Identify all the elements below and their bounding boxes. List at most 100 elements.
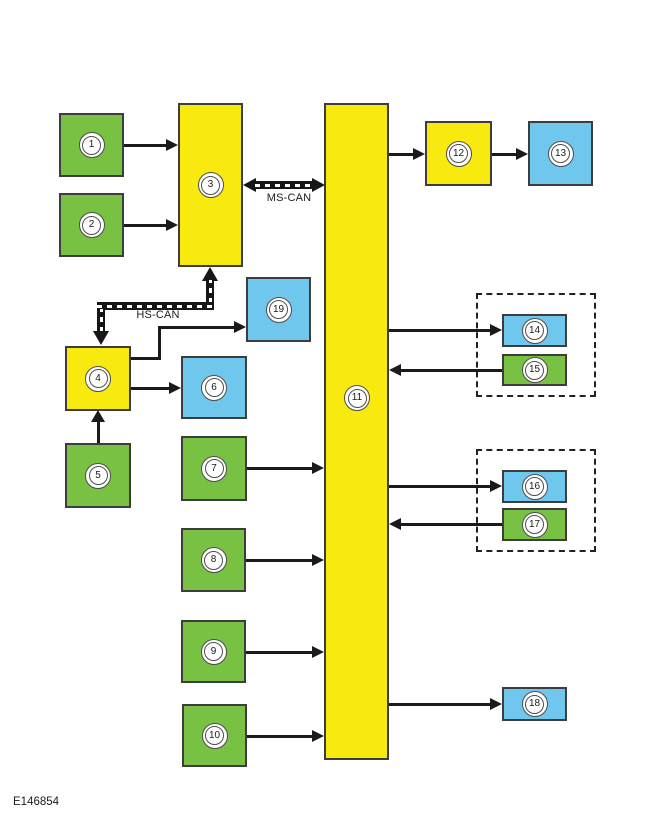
node-19: 19 [246, 277, 311, 342]
ms-can-arrowhead-left [243, 178, 256, 192]
hs-can-arrowhead-down [93, 331, 109, 345]
callout-circle-9: 9 [200, 638, 227, 665]
node-6: 6 [181, 356, 247, 419]
node-11: 11 [324, 103, 389, 760]
callout-circle-10: 10 [201, 722, 228, 749]
callout-number-4: 4 [88, 369, 108, 388]
node-9: 9 [181, 620, 246, 683]
callout-number-7: 7 [204, 459, 224, 478]
callout-number-18: 18 [525, 694, 544, 714]
hs-can-arrowhead-up [202, 267, 218, 281]
callout-circle-5: 5 [85, 462, 111, 489]
node-4: 4 [65, 346, 131, 411]
arrow-9-to-11-head [312, 646, 324, 658]
ms-can-arrowhead-right [312, 178, 325, 192]
arrow-11-to-16-line [389, 485, 491, 488]
callout-number-6: 6 [204, 378, 224, 397]
arrow-4-to-19-segment-2 [158, 326, 161, 360]
callout-circle-2: 2 [78, 212, 105, 238]
callout-number-17: 17 [525, 515, 544, 534]
callout-circle-8: 8 [200, 547, 227, 573]
arrow-11-to-16-head [490, 480, 502, 492]
arrow-4-to-19-segment-3 [160, 326, 235, 329]
arrow-5-to-4-line [97, 422, 100, 443]
node-17: 17 [502, 508, 567, 541]
arrow-4-to-6-head [169, 382, 181, 394]
node-16: 16 [502, 470, 567, 503]
callout-circle-19: 19 [265, 296, 292, 323]
callout-number-1: 1 [82, 135, 101, 155]
callout-number-5: 5 [88, 466, 108, 485]
arrow-12-to-13-head [516, 148, 528, 160]
callout-number-3: 3 [201, 175, 220, 195]
callout-circle-16: 16 [521, 473, 548, 500]
dashed-group-16-17 [476, 449, 596, 552]
callout-circle-4: 4 [85, 365, 111, 392]
callout-number-12: 12 [449, 144, 468, 163]
node-7: 7 [181, 436, 247, 501]
callout-circle-7: 7 [201, 455, 227, 482]
arrow-4-to-19-head [234, 321, 246, 333]
arrow-9-to-11-line [246, 651, 313, 654]
node-10: 10 [182, 704, 247, 767]
hs-can-bus-segment-1 [206, 280, 214, 303]
figure-code: E146854 [13, 796, 60, 808]
callout-number-9: 9 [204, 642, 223, 661]
arrow-17-to-11-line [401, 523, 502, 526]
node-3: 3 [178, 103, 243, 267]
arrow-11-to-14-head [490, 324, 502, 336]
arrow-5-to-4-head [91, 410, 105, 422]
dashed-group-14-15 [476, 293, 596, 397]
node-5: 5 [65, 443, 131, 508]
arrow-11-to-12-head [413, 148, 425, 160]
callout-number-19: 19 [269, 300, 288, 319]
arrow-11-to-18-line [389, 703, 491, 706]
callout-number-11: 11 [347, 388, 367, 408]
arrow-15-to-11-head [389, 364, 401, 376]
callout-circle-13: 13 [547, 140, 574, 167]
hs-can-bus-segment-3 [97, 309, 105, 332]
callout-circle-6: 6 [201, 374, 227, 401]
ms-can-bus-label: MS-CAN [266, 192, 312, 204]
arrow-7-to-11-head [312, 462, 324, 474]
callout-circle-3: 3 [197, 172, 224, 198]
arrow-17-to-11-head [389, 518, 401, 530]
arrow-2-to-3-line [124, 224, 167, 227]
callout-circle-12: 12 [445, 140, 472, 167]
arrow-8-to-11-line [246, 559, 313, 562]
node-18: 18 [502, 687, 567, 721]
node-2: 2 [59, 193, 124, 257]
callout-number-13: 13 [551, 144, 570, 163]
callout-circle-1: 1 [78, 132, 105, 158]
node-15: 15 [502, 354, 567, 386]
callout-circle-18: 18 [521, 691, 548, 717]
arrow-1-to-3-head [166, 139, 178, 151]
arrow-2-to-3-head [166, 219, 178, 231]
arrow-10-to-11-head [312, 730, 324, 742]
node-1: 1 [59, 113, 124, 177]
ms-can-bus-bar [255, 181, 313, 189]
node-13: 13 [528, 121, 593, 186]
node-8: 8 [181, 528, 246, 592]
arrow-7-to-11-line [247, 467, 313, 470]
callout-number-2: 2 [82, 215, 101, 235]
arrow-11-to-12-line [389, 153, 414, 156]
arrow-10-to-11-line [247, 735, 313, 738]
callout-circle-11: 11 [344, 385, 370, 411]
arrow-11-to-18-head [490, 698, 502, 710]
callout-number-8: 8 [204, 550, 223, 570]
callout-number-15: 15 [525, 360, 544, 380]
arrow-11-to-14-line [389, 329, 491, 332]
callout-circle-14: 14 [521, 317, 548, 344]
callout-circle-17: 17 [521, 511, 548, 538]
callout-number-14: 14 [525, 321, 544, 340]
arrow-1-to-3-line [124, 144, 167, 147]
arrow-8-to-11-head [312, 554, 324, 566]
arrow-4-to-6-line [131, 387, 170, 390]
arrow-15-to-11-line [401, 369, 502, 372]
callout-number-16: 16 [525, 477, 544, 496]
callout-number-10: 10 [205, 726, 224, 745]
node-14: 14 [502, 314, 567, 347]
hs-can-bus-segment-2 [97, 302, 214, 310]
